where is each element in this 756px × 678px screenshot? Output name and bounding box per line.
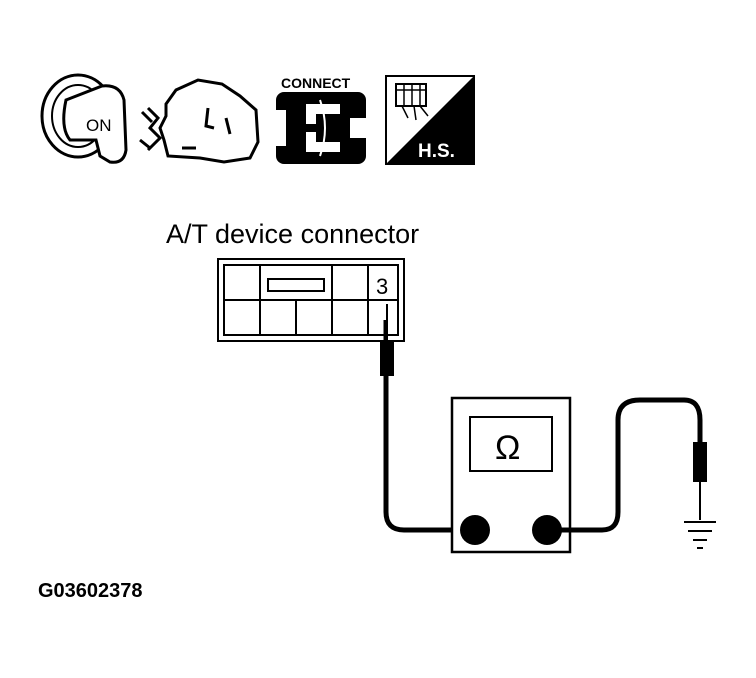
ground-symbol-icon — [684, 521, 716, 549]
at-device-connector: 3 — [217, 258, 405, 342]
harness-hs-label: H.S. — [418, 141, 455, 162]
connector-title: A/T device connector — [166, 219, 419, 249]
ground-probe — [693, 442, 707, 520]
harness-connector-glyph — [395, 83, 429, 121]
harness-hs-icon: H.S. — [385, 75, 475, 165]
ohm-symbol: Ω — [495, 429, 520, 467]
connect-label: CONNECT — [281, 75, 351, 91]
connector-latch — [267, 278, 325, 292]
meter-terminal-left — [460, 515, 490, 545]
connector-probe — [380, 304, 394, 376]
ground-lead-wire — [547, 397, 703, 533]
ignition-on-label: ON — [86, 116, 112, 135]
probe-lead-wire — [383, 376, 472, 533]
figure-id: G03602378 — [38, 580, 143, 602]
engine-icon — [139, 78, 260, 164]
ignition-key-icon: ON — [40, 73, 128, 164]
ohmmeter: Ω — [450, 396, 572, 554]
connect-icon: CONNECT — [276, 75, 366, 164]
pin-3-label: 3 — [376, 274, 388, 299]
